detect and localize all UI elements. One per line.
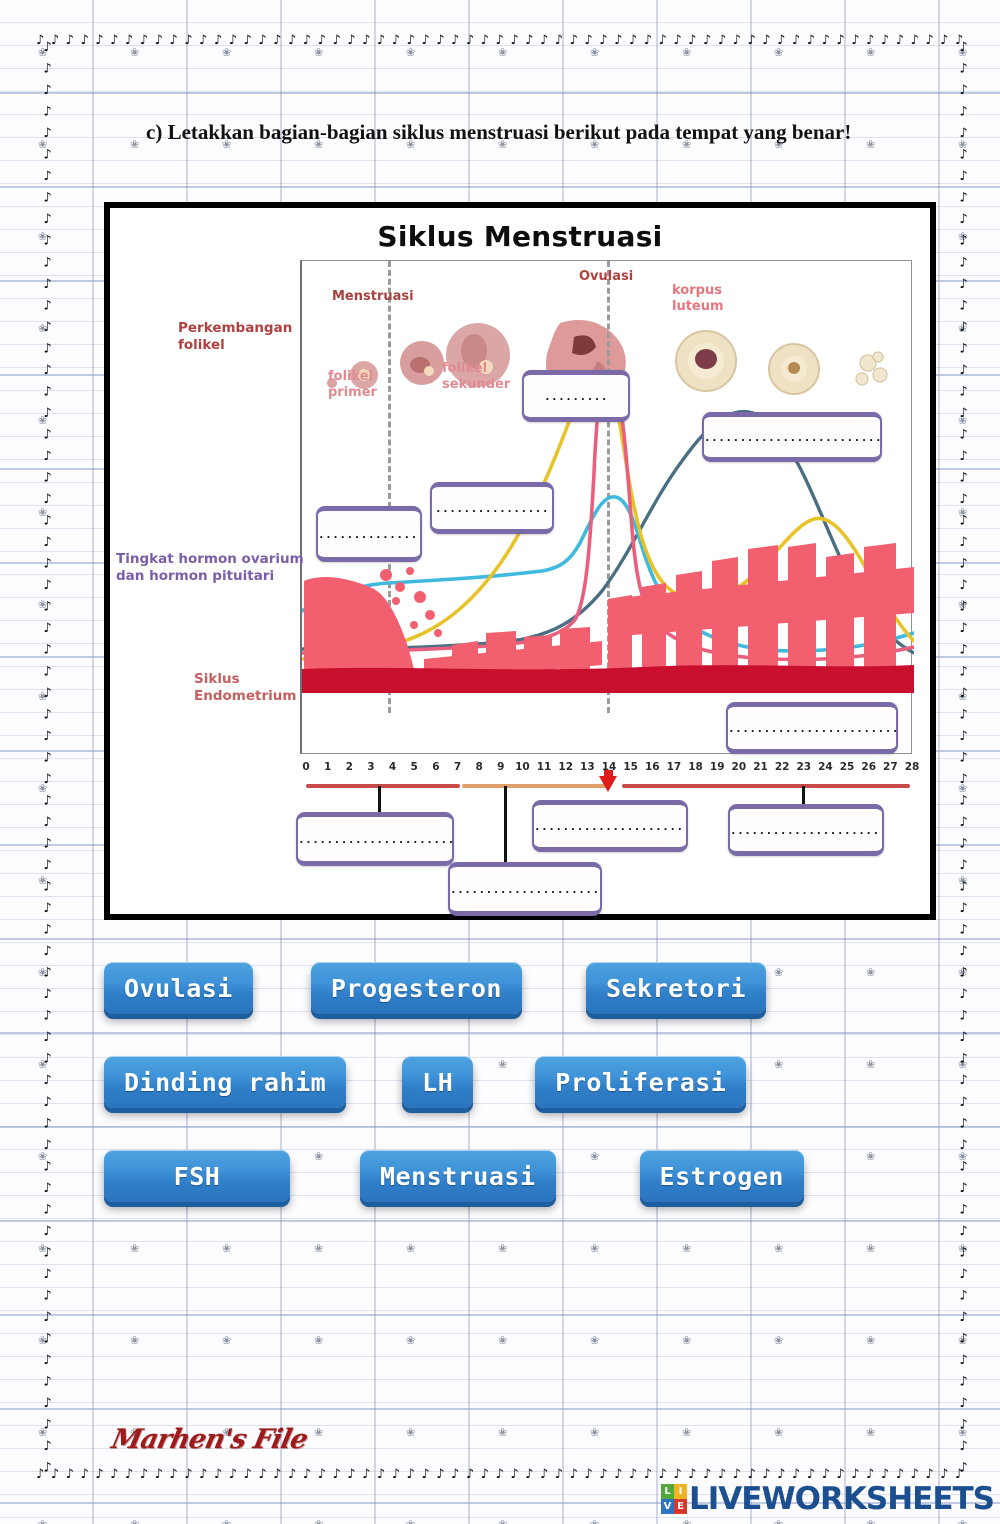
row-label-endometrium-cycle: Siklus Endometrium bbox=[194, 671, 297, 704]
connector-phase-4 bbox=[802, 786, 805, 818]
label-folikel-sekunder: folikel sekunder bbox=[442, 361, 511, 392]
day-axis-tick: 22 bbox=[774, 761, 790, 773]
day-axis-tick: 4 bbox=[388, 761, 397, 773]
liveworksheets-badge-letter: E bbox=[674, 1499, 687, 1514]
dropbox-phase-3[interactable]: ......................... bbox=[532, 800, 688, 852]
day-axis-tick: 17 bbox=[666, 761, 682, 773]
day-axis-tick: 25 bbox=[839, 761, 855, 773]
day-axis-tick: 11 bbox=[536, 761, 552, 773]
dropbox-hormone-right[interactable]: ......................... bbox=[702, 412, 882, 462]
dropbox-hormone-mid[interactable]: ................ bbox=[430, 482, 554, 534]
day-axis-tick: 2 bbox=[345, 761, 353, 773]
label-korpus-luteum: korpus luteum bbox=[672, 283, 724, 314]
day-axis-tick: 27 bbox=[883, 761, 898, 773]
word-bank-row-3: FSH Menstruasi Estrogen bbox=[104, 1150, 904, 1218]
phase-bar-secretory bbox=[622, 784, 910, 788]
dropbox-lh-peak[interactable]: ......... bbox=[522, 370, 630, 422]
word-chip-lh[interactable]: LH bbox=[402, 1056, 474, 1108]
word-chip-dinding-rahim[interactable]: Dinding rahim bbox=[104, 1056, 347, 1108]
author-watermark: Marhen's File bbox=[108, 1424, 311, 1455]
diagram-panel: Siklus Menstruasi Perkembangan folikel T… bbox=[104, 202, 936, 920]
day-axis-tick: 0 bbox=[302, 761, 310, 773]
dropbox-placeholder: ......................... bbox=[704, 430, 880, 444]
phase-bar-proliferative bbox=[462, 784, 610, 788]
dropbox-hormone-left[interactable]: ............... bbox=[316, 506, 422, 562]
day-axis-tick: 28 bbox=[904, 761, 920, 773]
label-menstruasi: Menstruasi bbox=[332, 289, 414, 304]
chart-area: Menstruasi Ovulasi korpus luteum folikel… bbox=[300, 260, 914, 754]
dropbox-placeholder: ................ bbox=[435, 501, 549, 515]
connector-phase-2 bbox=[504, 786, 507, 872]
liveworksheets-badge-letter: L bbox=[661, 1484, 674, 1499]
day-axis-tick: 21 bbox=[753, 761, 768, 773]
day-axis-tick: 26 bbox=[861, 761, 877, 773]
dropbox-phase-4[interactable]: ......................... bbox=[728, 804, 884, 856]
page-border-left: ♪ ♪ ♪ ♪ ♪ ♪ ♪ ♪ ♪ ♪ ♪ ♪ ♪ ♪ ♪ ♪ ♪ ♪ ♪ ♪ … bbox=[40, 40, 54, 1480]
label-folikel-primer: folikel primer bbox=[328, 369, 377, 400]
page-border-bottom: ♪ ♪ ♪ ♪ ♪ ♪ ♪ ♪ ♪ ♪ ♪ ♪ ♪ ♪ ♪ ♪ ♪ ♪ ♪ ♪ … bbox=[36, 1468, 966, 1482]
dropbox-placeholder: ......................... bbox=[730, 823, 882, 837]
ovulation-arrow-icon bbox=[599, 776, 617, 792]
guide-line-day-14 bbox=[607, 261, 610, 713]
dropbox-phase-1[interactable]: ......................... bbox=[296, 812, 454, 866]
connector-phase-1 bbox=[378, 786, 381, 818]
dropbox-placeholder: ............... bbox=[318, 527, 420, 541]
phase-bar-menstrual bbox=[306, 784, 460, 788]
day-axis-tick: 12 bbox=[558, 761, 574, 773]
dropbox-placeholder: ......................... bbox=[450, 882, 600, 896]
day-axis-tick: 8 bbox=[475, 761, 483, 773]
day-axis-tick: 20 bbox=[731, 761, 747, 773]
day-axis-tick: 5 bbox=[410, 761, 418, 773]
day-axis-tick: 19 bbox=[709, 761, 725, 773]
dropbox-endometrium[interactable]: ............................... bbox=[726, 702, 898, 754]
word-bank-row-1: Ovulasi Progesteron Sekretori bbox=[104, 962, 904, 1030]
dropbox-placeholder: ............................... bbox=[728, 721, 896, 735]
day-axis-tick: 6 bbox=[432, 761, 440, 773]
day-axis-tick: 13 bbox=[580, 761, 595, 773]
word-chip-sekretori[interactable]: Sekretori bbox=[585, 962, 766, 1014]
instruction-text: c) Letakkan bagian-bagian siklus menstru… bbox=[146, 120, 852, 144]
liveworksheets-badge-letter: I bbox=[674, 1484, 687, 1499]
day-axis-tick: 7 bbox=[453, 761, 462, 773]
endometrium-illustration bbox=[302, 543, 914, 693]
dropbox-placeholder: ......... bbox=[543, 389, 609, 403]
day-axis-tick: 1 bbox=[323, 761, 332, 773]
liveworksheets-badge-letter: V bbox=[661, 1499, 674, 1514]
page-border-right: ♪ ♪ ♪ ♪ ♪ ♪ ♪ ♪ ♪ ♪ ♪ ♪ ♪ ♪ ♪ ♪ ♪ ♪ ♪ ♪ … bbox=[956, 40, 970, 1480]
dropbox-placeholder: ......................... bbox=[298, 832, 452, 846]
row-label-follicle-development: Perkembangan folikel bbox=[178, 320, 293, 353]
row-label-hormone-level: Tingkat hormon ovarium dan hormon pituit… bbox=[116, 551, 304, 584]
word-chip-progesteron[interactable]: Progesteron bbox=[310, 962, 522, 1014]
day-axis-tick: 9 bbox=[497, 761, 505, 773]
dropbox-placeholder: ......................... bbox=[534, 819, 686, 833]
diagram-title: Siklus Menstruasi bbox=[377, 220, 663, 253]
day-axis-tick: 23 bbox=[796, 761, 812, 773]
word-chip-ovulasi[interactable]: Ovulasi bbox=[104, 962, 253, 1014]
word-bank: Ovulasi Progesteron Sekretori Dinding ra… bbox=[104, 962, 904, 1244]
label-ovulasi: Ovulasi bbox=[579, 269, 634, 284]
word-chip-proliferasi[interactable]: Proliferasi bbox=[535, 1056, 747, 1108]
word-chip-menstruasi[interactable]: Menstruasi bbox=[360, 1150, 556, 1202]
liveworksheets-wordmark: LIVEWORKSHEETS bbox=[689, 1481, 995, 1517]
word-chip-fsh[interactable]: FSH bbox=[104, 1150, 290, 1202]
word-bank-row-2: Dinding rahim LH Proliferasi bbox=[104, 1056, 904, 1124]
dropbox-phase-2[interactable]: ......................... bbox=[448, 862, 602, 916]
day-axis-tick: 24 bbox=[818, 761, 833, 773]
day-axis-tick: 15 bbox=[623, 761, 638, 773]
ovulation-arrow-stem bbox=[604, 770, 613, 780]
day-axis-tick: 16 bbox=[644, 761, 660, 773]
word-chip-estrogen[interactable]: Estrogen bbox=[639, 1150, 804, 1202]
day-axis-tick: 18 bbox=[688, 761, 703, 773]
day-axis-tick: 3 bbox=[367, 761, 375, 773]
guide-line-day-4 bbox=[388, 261, 391, 713]
page-border-top: ♪ ♪ ♪ ♪ ♪ ♪ ♪ ♪ ♪ ♪ ♪ ♪ ♪ ♪ ♪ ♪ ♪ ♪ ♪ ♪ … bbox=[36, 34, 966, 48]
day-axis-tick: 10 bbox=[515, 761, 530, 773]
